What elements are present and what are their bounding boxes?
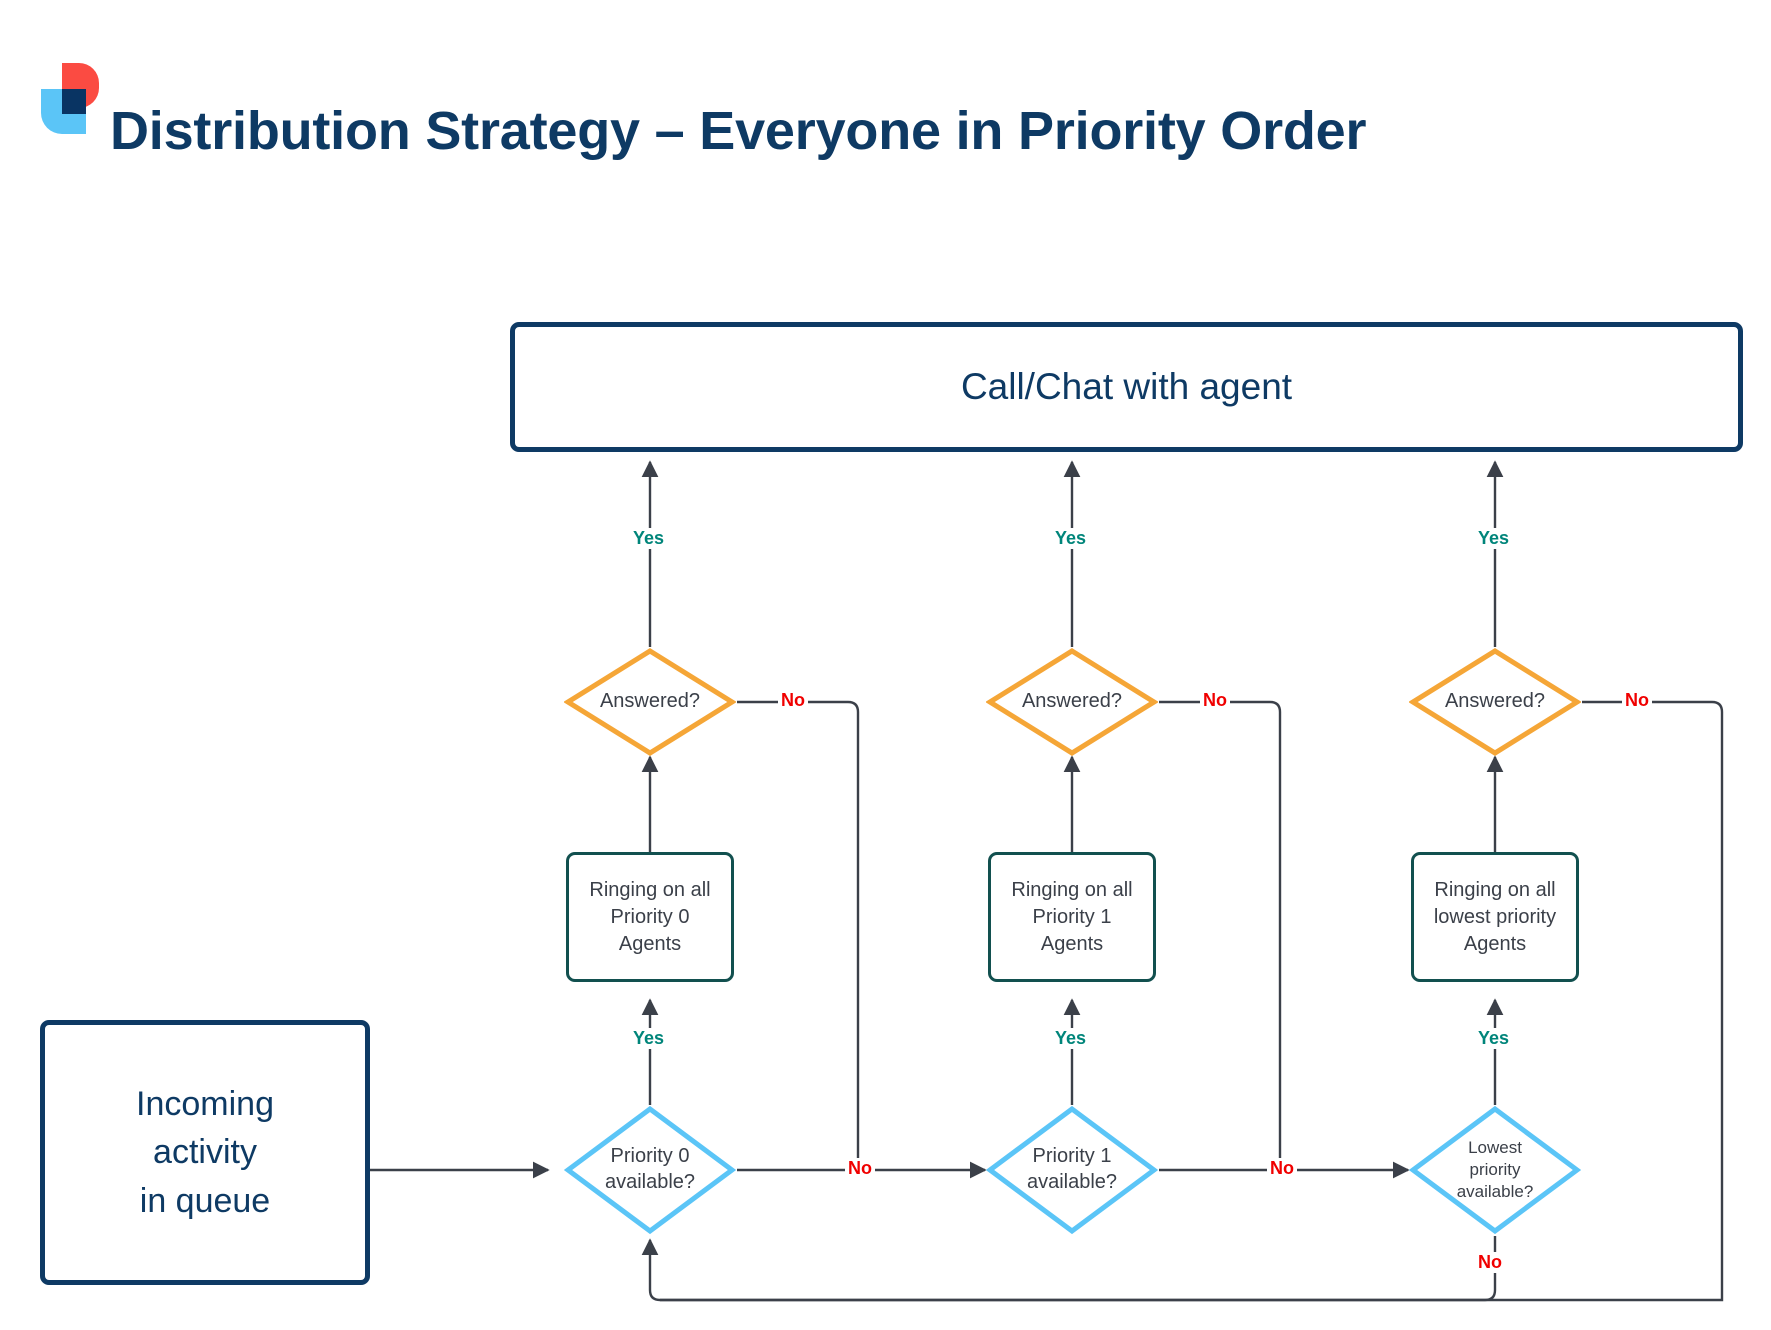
node-label: Answered? xyxy=(599,690,701,713)
wire-return-to-p0 xyxy=(641,1238,661,1302)
edge-label-yes-p1-end: Yes xyxy=(1052,528,1090,549)
wire-p0-answered-no xyxy=(737,700,860,1170)
edge-label-yes-lowest-end: Yes xyxy=(1475,528,1513,549)
diamond-shape xyxy=(564,1105,736,1235)
node-label: Priority 0 available? xyxy=(604,1145,696,1193)
node-lowest-priority-available[interactable]: Lowest priority available? xyxy=(1409,1105,1581,1235)
node-label: Lowest priority available? xyxy=(1456,1138,1534,1201)
node-answered-lowest-priority[interactable]: Answered? xyxy=(1409,647,1581,757)
node-answered-priority-0[interactable]: Answered? xyxy=(564,647,736,757)
edge-label-no-lowest-answered: No xyxy=(1622,690,1652,711)
diamond-shape xyxy=(1409,1105,1581,1235)
diamond-shape xyxy=(564,648,736,756)
node-call-chat-with-agent[interactable]: Call/Chat with agent xyxy=(510,322,1743,452)
edge-label-yes-p1-process: Yes xyxy=(1052,1028,1090,1049)
diamond-shape xyxy=(986,648,1158,756)
node-label: Priority 1 available? xyxy=(1026,1145,1118,1193)
node-priority-1-available[interactable]: Priority 1 available? xyxy=(986,1105,1158,1235)
diamond-shape xyxy=(1409,648,1581,756)
node-label: Answered? xyxy=(1021,690,1123,713)
edge-label-no-p0-available: No xyxy=(845,1158,875,1179)
node-ringing-priority-0[interactable]: Ringing on all Priority 0 Agents xyxy=(566,852,734,982)
edge-label-no-p0-answered: No xyxy=(778,690,808,711)
edge-label-yes-p0-end: Yes xyxy=(630,528,668,549)
wire-p1-answered-no xyxy=(1159,700,1282,1170)
node-ringing-lowest-priority[interactable]: Ringing on all lowest priority Agents xyxy=(1411,852,1579,982)
edge-label-yes-lowest-process: Yes xyxy=(1475,1028,1513,1049)
node-priority-0-available[interactable]: Priority 0 available? xyxy=(564,1105,736,1235)
diamond-shape xyxy=(986,1105,1158,1235)
node-answered-priority-1[interactable]: Answered? xyxy=(986,647,1158,757)
logo-navy-square xyxy=(62,89,86,114)
edge-label-yes-p0-process: Yes xyxy=(630,1028,668,1049)
edge-label-no-p1-answered: No xyxy=(1200,690,1230,711)
node-incoming-activity-in-queue[interactable]: Incoming activity in queue xyxy=(40,1020,370,1285)
wire-lowest-no-down xyxy=(660,1236,1497,1302)
page-header: Distribution Strategy – Everyone in Prio… xyxy=(0,0,1771,215)
brand-logo-icon xyxy=(33,63,103,135)
edge-label-no-lowest-available: No xyxy=(1475,1252,1505,1273)
edge-label-no-p1-available: No xyxy=(1267,1158,1297,1179)
page-title: Distribution Strategy – Everyone in Prio… xyxy=(110,101,1367,161)
node-ringing-priority-1[interactable]: Ringing on all Priority 1 Agents xyxy=(988,852,1156,982)
node-label: Answered? xyxy=(1444,690,1546,713)
